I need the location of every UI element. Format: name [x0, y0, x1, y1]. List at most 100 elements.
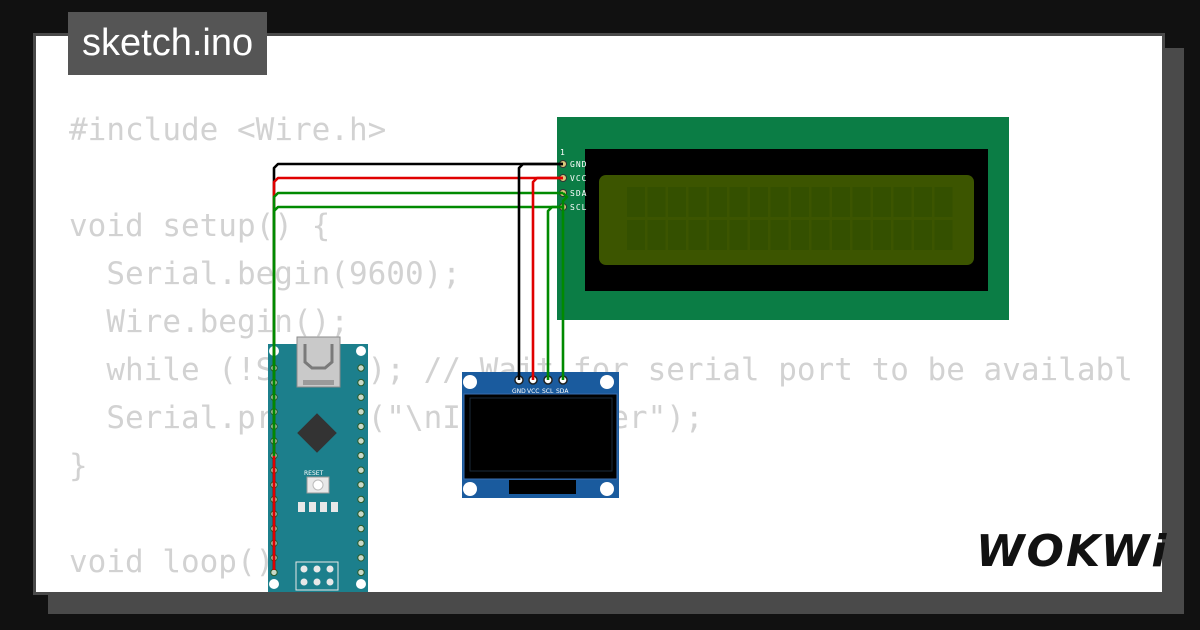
icsp-pin [300, 565, 308, 573]
lcd-char-cell [893, 187, 912, 217]
lcd-char-cell [791, 187, 809, 217]
header-pin [357, 378, 365, 387]
code-line: Wire.begin(); [69, 304, 349, 340]
header-pin [357, 524, 365, 533]
lcd-char-cell [627, 220, 645, 250]
lcd-character-grid [627, 187, 953, 250]
code-line: #include <Wire.h> [69, 112, 387, 148]
lcd-pin-number: 1 [560, 148, 566, 157]
oled-ribbon [509, 480, 576, 494]
lcd-char-cell [750, 187, 768, 217]
lcd-char-cell [750, 220, 768, 250]
wire-gnd-oled [517, 162, 563, 380]
wire-vcc-oled [531, 176, 563, 380]
wiring [272, 162, 569, 570]
usb-connector-icon [296, 336, 341, 388]
header-pin [357, 510, 365, 518]
oled-pin-label: SCL [542, 388, 554, 395]
arduino-nano[interactable]: RESET [268, 336, 368, 594]
oled-mount-hole [600, 375, 614, 389]
lcd-char-cell [832, 187, 850, 217]
lcd-char-cell [770, 220, 789, 250]
wire-scl-oled [546, 205, 563, 380]
lcd-char-cell [873, 187, 891, 217]
lcd-char-cell [934, 187, 953, 217]
header-pin [357, 408, 365, 416]
header-pin [357, 539, 365, 547]
icsp-pin [313, 578, 321, 586]
lcd-pin-label: GND [570, 160, 587, 169]
icsp-pins [300, 565, 334, 586]
arduino-pin-header-right [357, 364, 365, 577]
lcd-char-cell [709, 187, 727, 217]
header-pin [357, 495, 365, 504]
icsp-pin [313, 565, 321, 573]
lcd-pin-vcc[interactable]: VCC [559, 174, 588, 183]
wokwi-logo: WOKWi [976, 526, 1169, 577]
oled-pin-label: GND [512, 388, 526, 395]
lcd-char-cell [914, 187, 932, 217]
lcd-char-cell [668, 220, 686, 250]
oled-mount-hole [600, 482, 614, 496]
lcd-char-cell [647, 187, 666, 217]
oled-pin-label: SDA [556, 388, 569, 395]
lcd-char-cell [811, 220, 830, 250]
code-line: Serial.begin(9600); [69, 256, 461, 292]
oled-mount-hole [463, 482, 477, 496]
lcd-char-cell [729, 220, 748, 250]
lcd-char-cell [893, 220, 912, 250]
header-pin [357, 364, 365, 372]
arduino-mount-hole [269, 579, 279, 589]
lcd-char-cell [647, 220, 666, 250]
lcd-pin-label: SCL [570, 203, 587, 212]
lcd-char-cell [791, 220, 809, 250]
lcd-char-cell [852, 220, 871, 250]
header-pin [357, 437, 365, 445]
lcd-char-cell [627, 187, 645, 217]
lcd-pin-gnd[interactable]: GND [559, 160, 588, 169]
arduino-mount-hole [356, 346, 366, 356]
header-pin [357, 568, 365, 577]
header-pin [357, 451, 365, 460]
oled-mount-hole [463, 375, 477, 389]
wire-sda-oled [561, 192, 569, 380]
microcontroller-chip-icon [297, 413, 337, 453]
lcd-char-cell [852, 187, 871, 217]
lcd-pin-label: VCC [570, 174, 587, 183]
code-line: void setup() { [69, 208, 331, 244]
header-pin [357, 393, 365, 401]
arduino-mount-hole [356, 579, 366, 589]
oled-pin-label: VCC [527, 388, 539, 395]
lcd-char-cell [709, 220, 727, 250]
lcd-char-cell [873, 220, 891, 250]
wire-scl-lcd [272, 205, 563, 456]
reset-label: RESET [304, 470, 324, 477]
header-pin [357, 422, 365, 431]
oled-module[interactable]: GND VCC SCL SDA [462, 372, 619, 498]
lcd-char-cell [688, 220, 707, 250]
lcd-char-cell [729, 187, 748, 217]
lcd-pin-label: SDA [570, 189, 587, 198]
lcd-char-cell [832, 220, 850, 250]
lcd-char-cell [688, 187, 707, 217]
lcd-char-cell [811, 187, 830, 217]
header-pin [270, 568, 278, 577]
icsp-pin [300, 578, 308, 586]
status-leds [298, 502, 338, 512]
header-pin [357, 481, 365, 489]
lcd-char-cell [914, 220, 932, 250]
icsp-pin [326, 565, 334, 573]
lcd-char-cell [934, 220, 953, 250]
header-pin [357, 554, 365, 562]
reset-button[interactable] [306, 476, 330, 494]
lcd-char-cell [770, 187, 789, 217]
lcd-module[interactable]: 1 GND VCC SDA SCL [557, 117, 1009, 320]
oled-screen [463, 393, 618, 480]
header-pin [357, 466, 365, 474]
filename-tab[interactable]: sketch.ino [68, 12, 268, 75]
lcd-char-cell [668, 187, 686, 217]
icsp-header [295, 561, 339, 591]
icsp-pin [326, 578, 334, 586]
code-line: } [69, 448, 88, 484]
